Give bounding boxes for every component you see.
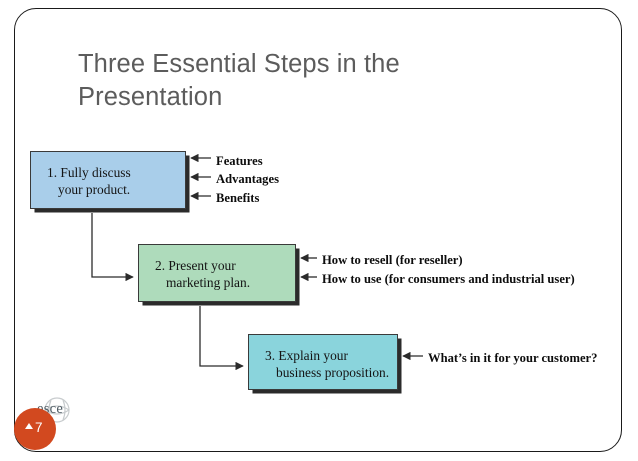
annotation-how-to-resell: How to resell (for reseller) <box>322 253 463 267</box>
annotation-benefits: Benefits <box>216 191 260 205</box>
process-box-step-3[interactable]: 3. Explain your business proposition. <box>248 334 398 390</box>
step-3-line-2: business proposition. <box>276 365 390 380</box>
process-box-step-2[interactable]: 2. Present your marketing plan. <box>138 244 296 302</box>
annotation-advantages: Advantages <box>216 172 279 186</box>
slide-border-frame <box>14 8 622 452</box>
page-number-badge: 7 <box>14 408 56 450</box>
page-number: 7 <box>35 420 43 435</box>
annotation-how-to-use: How to use (for consumers and industrial… <box>322 272 575 286</box>
annotation-features: Features <box>216 154 263 168</box>
step-1-line-1: 1. Fully discuss <box>47 165 131 180</box>
step-1-line-2: your product. <box>58 182 131 197</box>
process-box-step-1[interactable]: 1. Fully discuss your product. <box>30 151 186 209</box>
connector-step2-step3 <box>199 306 244 371</box>
step-2-line-2: marketing plan. <box>166 275 251 290</box>
step-2-line-1: 2. Present your <box>155 258 236 273</box>
step-3-line-1: 3. Explain your <box>265 348 348 363</box>
triangle-marker-icon <box>25 423 33 429</box>
annotation-whats-in-it-for-customer: What’s in it for your customer? <box>428 351 598 365</box>
connector-step1-step2 <box>91 213 134 282</box>
page-title: Three Essential Steps in the Presentatio… <box>78 50 400 111</box>
